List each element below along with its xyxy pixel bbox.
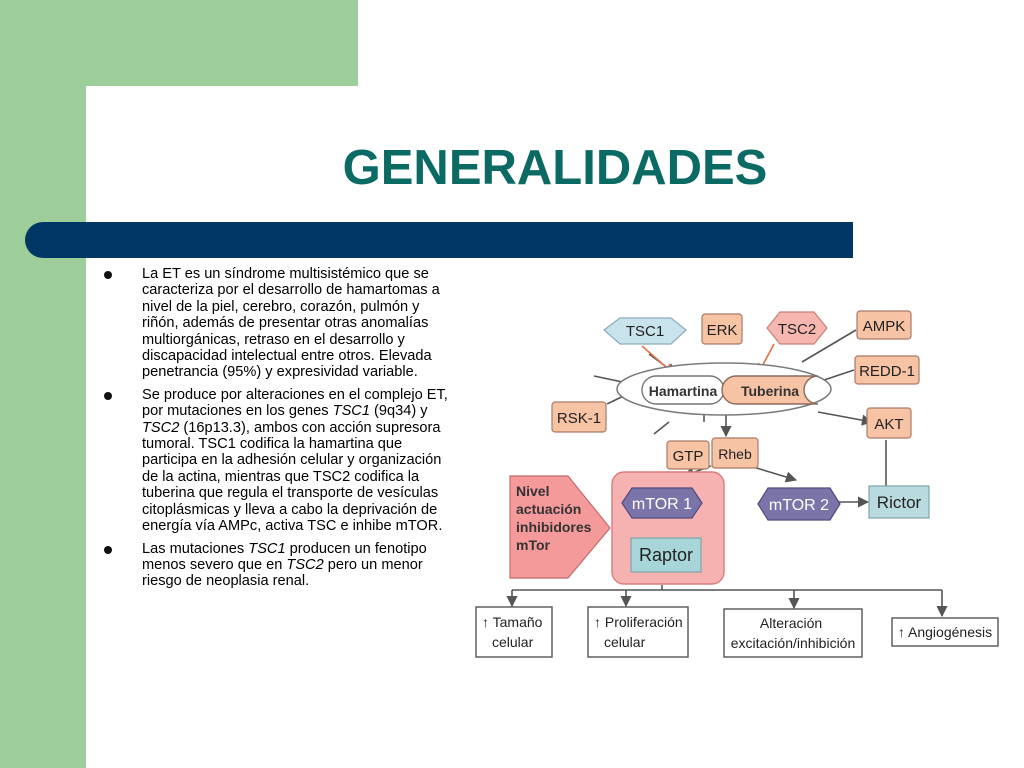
raptor-node	[630, 537, 702, 573]
ampk-node	[856, 310, 912, 340]
rheb-label: Rheb	[718, 446, 752, 462]
bullet-text-run: TSC1	[332, 403, 370, 420]
akt-label: AKT	[874, 416, 903, 433]
output-tamano-label: ↑ Tamaño celular	[482, 614, 546, 650]
mtor1-node	[621, 487, 703, 519]
erk-label: ERK	[707, 322, 738, 339]
rsk1-label: RSK-1	[557, 410, 601, 427]
redd1-label: REDD-1	[859, 363, 915, 380]
output-proliferacion-box	[587, 606, 689, 658]
title-underline-bar	[25, 222, 853, 258]
bullet-dot-icon	[104, 545, 112, 554]
nivel-arrow-shape	[509, 475, 611, 579]
raptor-label: Raptor	[639, 545, 693, 565]
bullet-text-run: (16p13.3), ambos con acción supresora tu…	[142, 419, 443, 535]
output-angiogenesis-box	[891, 617, 999, 647]
akt-arrow	[817, 411, 874, 426]
bullet-text-run: (9q34) y	[369, 403, 428, 420]
bullet-text-run: TSC1	[248, 540, 286, 557]
bullet-item-1: La ET es un síndrome multisistémico que …	[104, 266, 456, 381]
bullet-item-2: Se produce por alteraciones en el comple…	[104, 387, 456, 535]
mtor2-label: mTOR 2	[769, 497, 829, 514]
bullet-text-run: TSC2	[142, 419, 180, 436]
hamartina-label: Hamartina	[649, 383, 718, 399]
bullet-text-run: TSC2	[286, 556, 324, 573]
output-proliferacion-label: ↑ Proliferación celular	[594, 614, 687, 650]
mtor-pathway-diagram: TSC1 ERK TSC2 AMPK REDD-1 Hamartina Tube…	[475, 310, 999, 658]
mtor2-node	[757, 487, 841, 521]
redd1-connector	[823, 369, 855, 381]
akt-node	[866, 407, 912, 439]
ampk-connector	[801, 329, 857, 363]
nivel-line-4: mTor	[516, 537, 551, 553]
tsc1-node	[603, 317, 687, 345]
bullet-list: La ET es un síndrome multisistémico que …	[104, 266, 456, 596]
nivel-line-3: inhibidores	[516, 519, 592, 535]
bullet-text-run: pero un menor riesgo de neoplasia renal.	[142, 556, 423, 590]
gtp-node	[666, 440, 710, 470]
bullet-text-run: La ET es un síndrome multisistémico que …	[142, 266, 440, 381]
rictor-label: Rictor	[877, 493, 922, 512]
green-top-band	[0, 0, 358, 86]
tuberina-label: Tuberina	[741, 383, 799, 399]
redd1-node	[854, 355, 920, 385]
bullet-text-run: producen un fenotipo menos severo que en	[142, 540, 427, 573]
nivel-line-2: actuación	[516, 501, 581, 517]
gtp-label: GTP	[673, 448, 704, 465]
green-side-band	[0, 0, 86, 768]
bullet-text-run: Las mutaciones	[142, 540, 249, 557]
rheb-mtor2-arrow	[749, 465, 798, 483]
slide-title: GENERALIDADES	[342, 141, 768, 195]
nivel-label: Nivel actuación inhibidores mTor	[516, 483, 595, 553]
output-alteracion-label: Alteración excitación/inhibición	[731, 615, 856, 651]
tuberina-node	[721, 375, 819, 405]
output-tamano-box	[475, 606, 553, 658]
mtor1-label: mTOR 1	[632, 496, 692, 513]
rictor-node	[868, 485, 930, 519]
rsk1-node	[551, 401, 607, 433]
rheb-node	[711, 437, 759, 469]
tsc1-label: TSC1	[626, 323, 664, 340]
bullet-dot-icon	[104, 391, 112, 400]
output-alteracion-box	[723, 608, 863, 658]
bullet-text-run: Se produce por alteraciones en el comple…	[142, 386, 448, 420]
output-angiogenesis-label: ↑ Angiogénesis	[898, 624, 992, 640]
tsc2-label: TSC2	[778, 321, 816, 338]
bullet-item-3: Las mutaciones TSC1 producen un fenotipo…	[104, 541, 456, 590]
gtp-connector	[653, 421, 670, 435]
nivel-line-1: Nivel	[516, 483, 549, 499]
bullet-dot-icon	[104, 271, 112, 279]
erk-node	[701, 313, 743, 345]
tsc2-node	[766, 311, 828, 345]
ampk-label: AMPK	[863, 318, 906, 335]
